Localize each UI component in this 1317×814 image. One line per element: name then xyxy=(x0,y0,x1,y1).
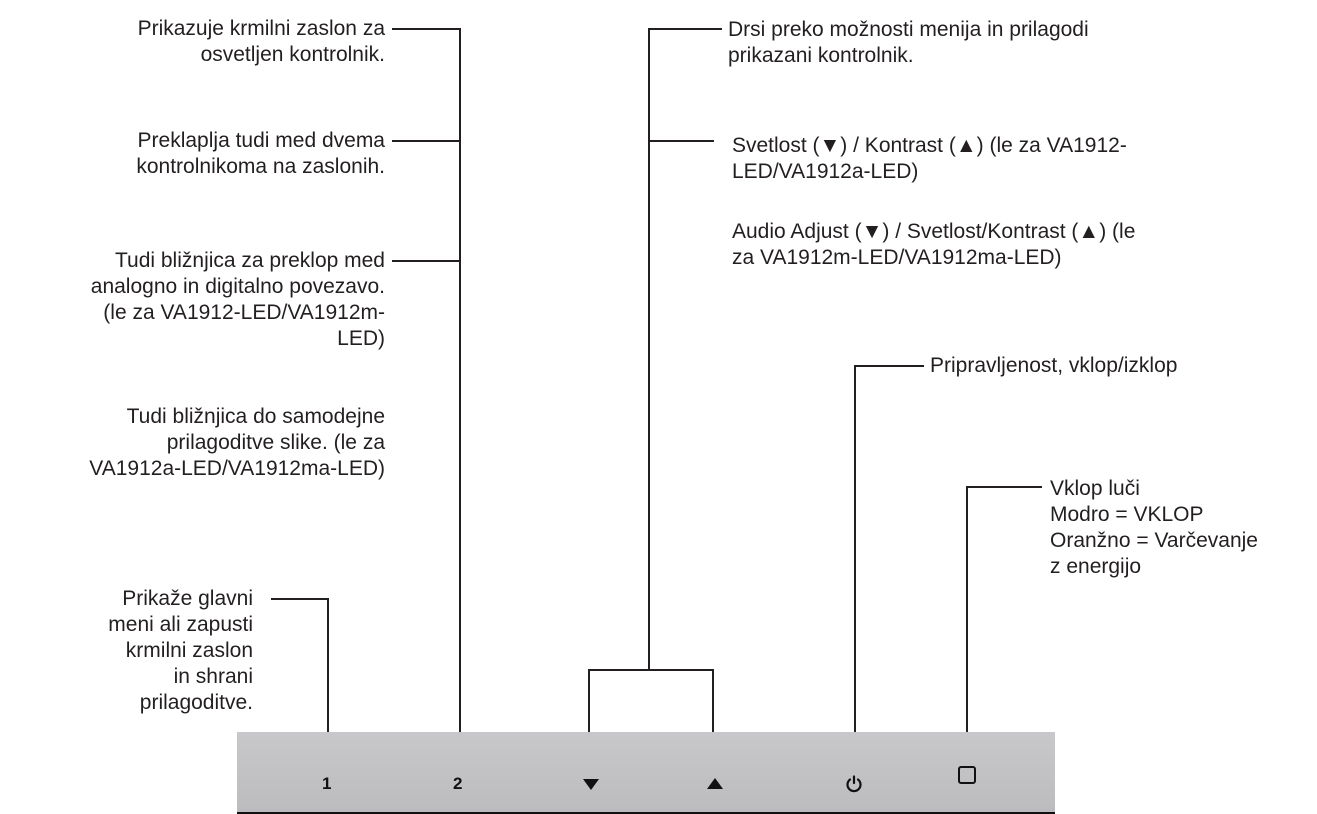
callout-main-menu-text: Prikaže glavni meni ali zapusti krmilni … xyxy=(108,587,253,714)
leader-vertical-btn1 xyxy=(327,598,329,732)
callout-toggle-text: Preklaplja tudi med dvema kontrolnikoma … xyxy=(136,129,385,178)
callout-scroll-text: Drsi preko možnosti menija in prilagodi … xyxy=(728,18,1089,67)
button-2[interactable]: 2 xyxy=(453,774,463,793)
power-light-icon xyxy=(958,766,976,784)
callout-input-shortcut-text: Tudi bližnjica za preklop med analogno i… xyxy=(90,249,385,350)
callout-audio-adjust-text: Audio Adjust (▼) / Svetlost/Kontrast (▲)… xyxy=(732,220,1136,269)
leader-vertical-power xyxy=(854,365,856,732)
leader-bracket-left xyxy=(588,669,590,732)
leader-vertical-arrows xyxy=(648,28,650,671)
leader-horizontal-r1 xyxy=(648,28,722,30)
leader-bracket-top xyxy=(588,669,714,671)
leader-horizontal-r2 xyxy=(648,140,714,142)
callout-power-text: Pripravljenost, vklop/izklop xyxy=(930,354,1178,377)
button-1[interactable]: 1 xyxy=(322,774,332,793)
up-arrow-icon[interactable] xyxy=(707,778,723,789)
leader-vertical-light xyxy=(966,486,968,732)
power-icon[interactable] xyxy=(845,775,863,793)
control-panel: 1 2 xyxy=(237,732,1055,814)
leader-horizontal-c2 xyxy=(392,140,461,142)
leader-horizontal-power xyxy=(854,365,924,367)
down-arrow-icon[interactable] xyxy=(583,779,599,790)
leader-horizontal-btn1 xyxy=(271,598,329,600)
callout-auto-adjust-text: Tudi bližnjica do samodejne prilagoditve… xyxy=(89,405,385,480)
leader-horizontal-c3 xyxy=(392,260,461,262)
callout-osd-text: Prikazuje krmilni zaslon za osvetljen ko… xyxy=(137,17,385,66)
leader-horizontal-c1 xyxy=(392,28,461,30)
leader-horizontal-light xyxy=(966,486,1042,488)
callout-power-light-text: Vklop luči Modro = VKLOP Oranžno = Varče… xyxy=(1050,477,1258,578)
leader-bracket-right xyxy=(712,669,714,732)
leader-vertical-btn2 xyxy=(459,28,461,732)
callout-brightness-contrast-text: Svetlost (▼) / Kontrast (▲) (le za VA191… xyxy=(732,134,1127,183)
